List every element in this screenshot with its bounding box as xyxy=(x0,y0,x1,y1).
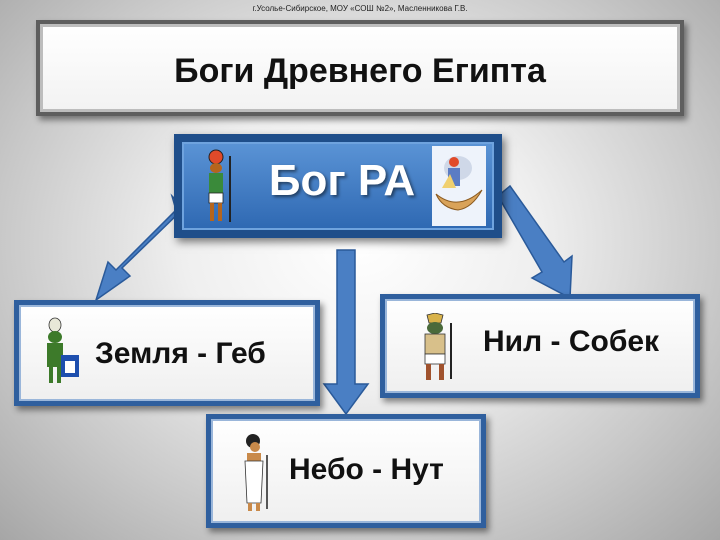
root-node-ra: Бог РА xyxy=(174,134,502,238)
sobek-figure-icon xyxy=(424,313,452,380)
arrow-to-geb xyxy=(94,193,186,302)
geb-figure-icon xyxy=(47,317,79,383)
nut-figure-icon xyxy=(244,434,268,511)
node-nut: Небо - Нут xyxy=(206,414,486,528)
node-geb-label: Земля - Геб xyxy=(95,337,266,370)
title-box: Боги Древнего Египта xyxy=(36,20,684,116)
node-geb: Земля - Геб xyxy=(14,300,320,406)
node-sobek: Нил - Собек xyxy=(380,294,700,398)
credit-line: г.Усолье-Сибирское, МОУ «СОШ №2», Маслен… xyxy=(252,4,468,13)
ra-figure-icon xyxy=(208,149,231,222)
arrow-to-nut xyxy=(322,249,370,416)
root-label: Бог РА xyxy=(268,156,416,205)
arrow-to-sobek xyxy=(497,184,573,300)
page-title: Боги Древнего Египта xyxy=(174,52,546,90)
node-sobek-label: Нил - Собек xyxy=(483,325,660,358)
node-nut-label: Небо - Нут xyxy=(289,453,444,486)
ra-boat-icon xyxy=(432,146,486,226)
